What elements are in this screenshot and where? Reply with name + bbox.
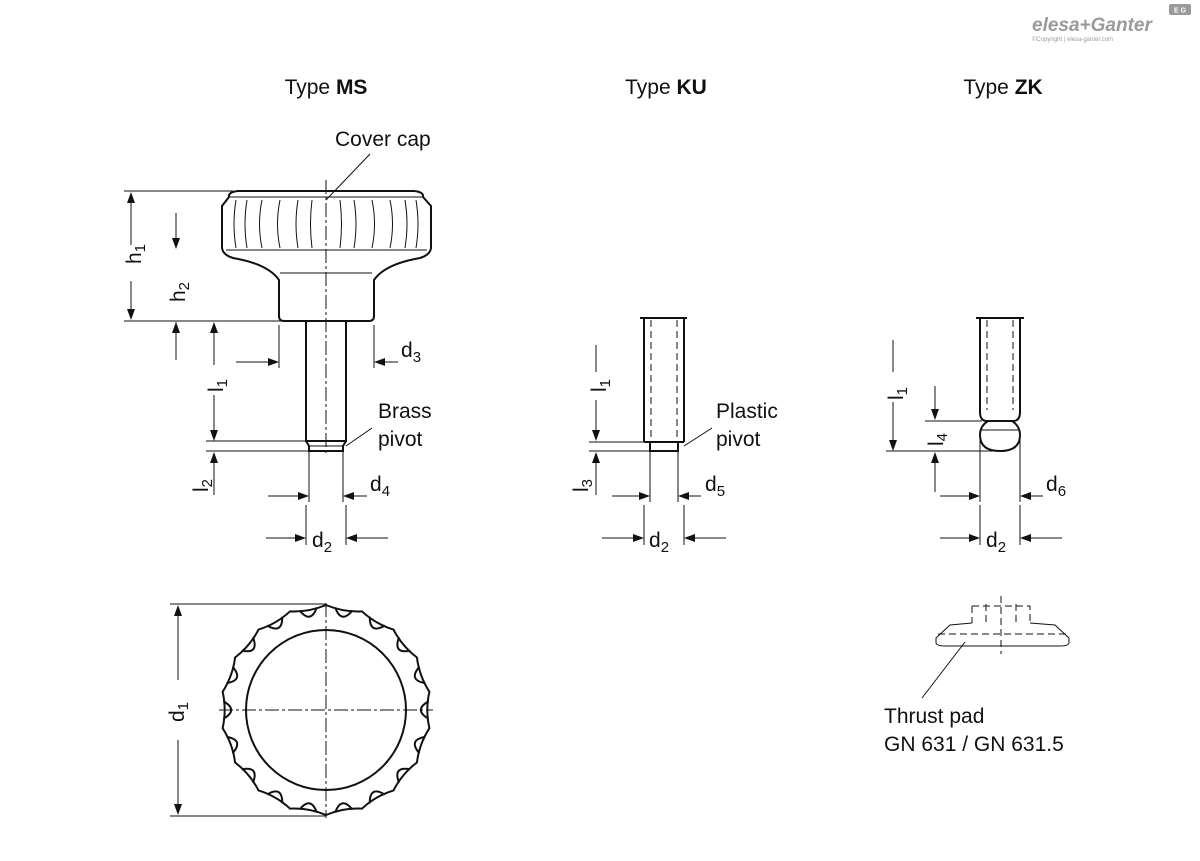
- scallop-notch: [334, 607, 354, 618]
- type-ku-heading: Type KU: [625, 76, 707, 99]
- zk-dimensions: l1 l4 d6 d2: [885, 340, 1066, 556]
- ms-top-dimension: d1: [166, 603, 326, 817]
- thrust-pad-label: Thrust pad: [884, 705, 984, 728]
- type-ms-heading: Type MS: [285, 76, 368, 99]
- brass-pivot-label: pivot: [378, 428, 423, 451]
- scallop-notch: [413, 666, 426, 685]
- thrust-pad-spec: GN 631 / GN 631.5: [884, 733, 1064, 756]
- scallop-notch: [396, 767, 411, 784]
- scallop-notch: [266, 790, 284, 804]
- dim-h1: h1: [123, 244, 149, 264]
- copyright-note: ©Copyright | elesa-ganter.com: [1032, 36, 1113, 43]
- scallop-notch: [226, 666, 239, 685]
- zk-stud-view: [976, 317, 1024, 453]
- dim-d6: d6: [1046, 473, 1066, 500]
- dim-d2-ku: d2: [649, 529, 669, 556]
- ku-callouts: Plastic pivot: [683, 400, 778, 451]
- plastic-label: Plastic: [716, 400, 778, 423]
- ku-plastic-pivot: [649, 442, 679, 452]
- ms-knob-side-view: [221, 180, 432, 455]
- dim-l2: l2: [190, 479, 216, 492]
- dim-l4: l4: [925, 433, 951, 446]
- brass-label: Brass: [378, 400, 432, 423]
- dim-d4: d4: [370, 473, 390, 500]
- scallop-notch: [241, 767, 256, 784]
- plastic-pivot-label: pivot: [716, 428, 761, 451]
- dim-d5: d5: [705, 473, 725, 500]
- dim-h2: h2: [167, 282, 193, 302]
- ku-stud-view: [640, 317, 687, 452]
- ms-callouts: Cover cap Brass pivot: [325, 128, 432, 451]
- scallop-notch: [298, 802, 318, 813]
- dim-d1: d1: [166, 702, 192, 722]
- eg-badge-icon: [1169, 4, 1191, 15]
- scallop-notch: [413, 735, 426, 754]
- type-zk-heading: Type ZK: [963, 76, 1042, 99]
- scallop-notch: [396, 636, 411, 653]
- scallop-notch: [334, 802, 354, 813]
- dim-d3: d3: [401, 339, 421, 366]
- thrust-pad: Thrust pad GN 631 / GN 631.5: [884, 596, 1070, 756]
- dim-l1-ku: l1: [588, 379, 614, 392]
- dim-l1-zk: l1: [885, 387, 911, 400]
- scallop-notch: [298, 607, 318, 618]
- scallop-notch: [226, 735, 239, 754]
- eg-badge-text: E G: [1174, 8, 1187, 15]
- zk-neck: [979, 411, 1021, 422]
- dim-d2-zk: d2: [986, 529, 1006, 556]
- ms-knob-body: [221, 190, 432, 322]
- cover-cap-label: Cover cap: [335, 128, 431, 151]
- scallop-notch: [241, 636, 256, 653]
- scallop-notch: [266, 616, 284, 630]
- scallop-notch: [368, 616, 386, 630]
- ms-knob-top-view: [219, 603, 433, 818]
- ms-knurl-ribs: [233, 199, 419, 249]
- dim-d2-ms: d2: [312, 529, 332, 556]
- dim-l3: l3: [570, 479, 596, 492]
- ku-dimensions: l1 l3 d5 d2: [570, 345, 726, 556]
- ms-dimensions: h1 h2 l1 l2 d3 d4: [123, 190, 421, 556]
- elesa-ganter-logo: elesa+Ganter ©Copyright | elesa-ganter.c…: [1032, 4, 1191, 43]
- scallop-notch: [368, 790, 386, 804]
- dim-l1: l1: [205, 379, 231, 392]
- logo-wordmark: elesa+Ganter: [1032, 15, 1153, 36]
- zk-ball-head: [978, 420, 1022, 453]
